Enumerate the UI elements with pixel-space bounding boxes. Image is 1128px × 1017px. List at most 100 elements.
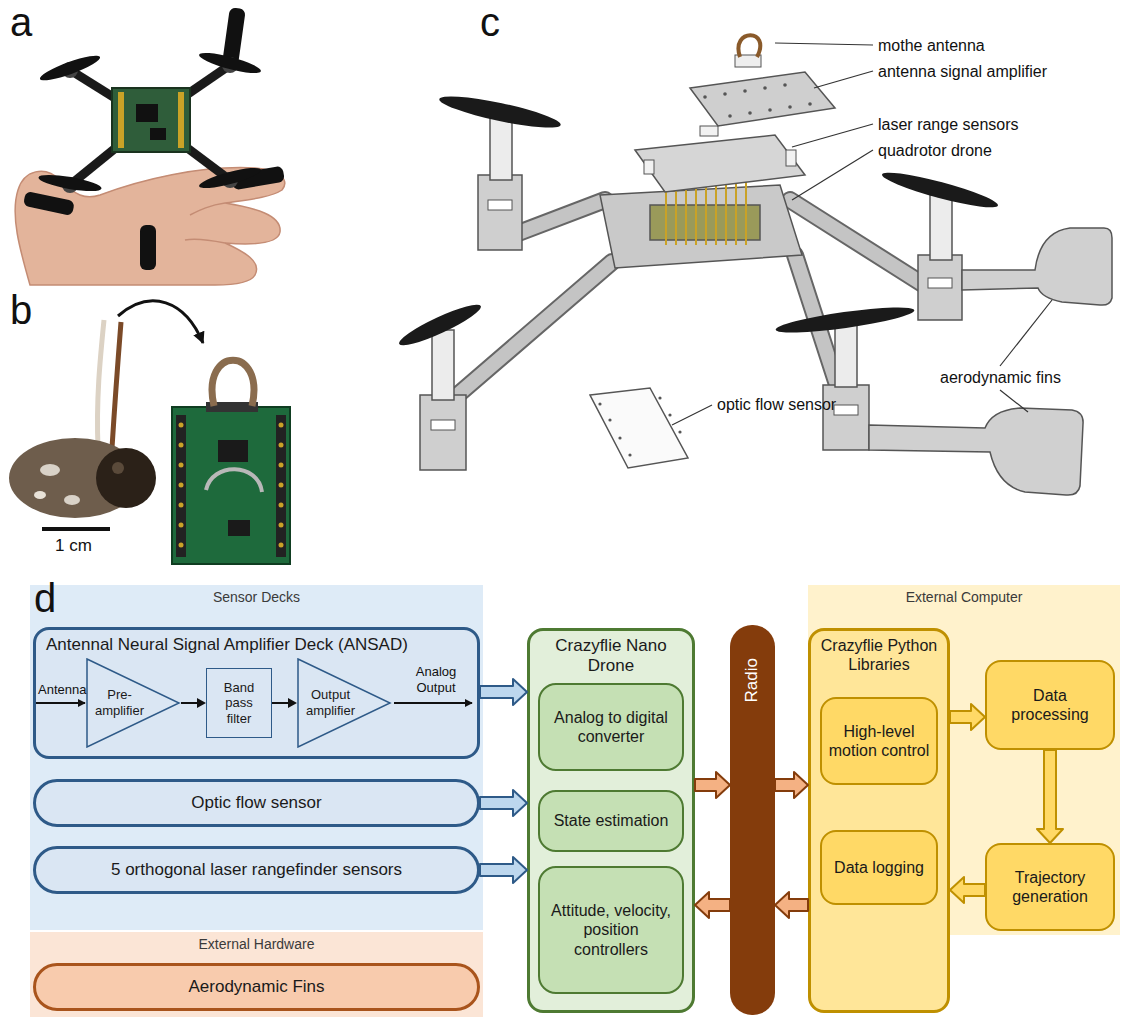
panel-letter: b (10, 290, 32, 330)
signal-wire (36, 703, 472, 704)
leader-line (1000, 300, 1052, 366)
amplifier-board-photo (276, 415, 286, 557)
moth-photo (96, 448, 156, 508)
optic-flow-board (590, 388, 688, 468)
motor-assembly (918, 255, 962, 320)
amplifier-triangle (298, 659, 390, 747)
amplifier-board-photo (279, 483, 284, 488)
motor-assembly (928, 278, 952, 288)
drone-photo (150, 128, 166, 140)
amplifier-deck (768, 108, 772, 112)
amplifier-board-photo (179, 423, 184, 428)
drone-photo (178, 92, 184, 148)
transfer-arrow (118, 301, 203, 343)
amplifier-deck (728, 114, 732, 118)
processing-box: Data processing (985, 660, 1115, 750)
block-label: Band pass filter (213, 680, 265, 727)
drone-photo (198, 49, 263, 77)
radio-label: Radio (742, 658, 762, 702)
aerodynamic-fin (962, 228, 1112, 305)
leader-line (792, 124, 873, 147)
motor-assembly (835, 322, 857, 387)
panel-letter: a (10, 2, 32, 42)
amplifier-deck (703, 95, 707, 99)
firmware-module: State estimation (538, 790, 684, 852)
part-label: mothe antenna (878, 36, 985, 55)
part-label: laser range sensors (878, 115, 1019, 134)
motor-assembly (823, 385, 869, 450)
module-label: State estimation (554, 811, 669, 830)
band-heading: External Computer (808, 589, 1120, 606)
flow-arrow (950, 704, 985, 730)
amplifier-triangle (87, 659, 179, 747)
leader-line (1000, 390, 1028, 412)
scale-label: 1 cm (55, 536, 92, 556)
hardware-box: Aerodynamic Fins (33, 963, 480, 1011)
motor-assembly (478, 175, 522, 250)
optic-flow-board (598, 402, 601, 405)
hardware-label: Aerodynamic Fins (188, 977, 324, 997)
flow-arrow (950, 877, 985, 903)
band-heading: External Hardware (30, 936, 483, 953)
amplifier-board-photo (176, 415, 186, 557)
amplifier-board-photo (179, 463, 184, 468)
amplifier-board-photo (212, 360, 254, 406)
module-label: High-level motion control (828, 722, 930, 760)
flow-arrow (480, 679, 527, 705)
optic-flow-board (590, 388, 688, 468)
part-label: optic flow sensor (717, 395, 836, 414)
part-label: antenna signal amplifier (878, 62, 1047, 81)
motor-assembly (396, 90, 1000, 470)
amplifier-deck-box: Antennal Neural Signal Amplifier Deck (A… (33, 627, 480, 759)
flow-arrow (695, 892, 730, 918)
signal-wire (36, 702, 85, 704)
amplifier-board-photo (172, 407, 290, 564)
amplifier-board-photo (218, 440, 248, 462)
amplifier-deck (748, 111, 752, 115)
motor-assembly (930, 195, 952, 260)
motor-assembly (834, 405, 858, 415)
external-hardware-band: External HardwareAerodynamic Fins (30, 932, 483, 1017)
motor-assembly (488, 200, 512, 210)
amplifier-deck (743, 89, 747, 93)
moth-photo (112, 322, 121, 448)
optic-flow-board (668, 413, 671, 416)
laser-deck (635, 126, 805, 192)
band-heading: Sensor Decks (30, 589, 483, 606)
drone-photo (37, 172, 102, 195)
motor-assembly (490, 115, 512, 180)
moth-photo (112, 462, 124, 474)
block-label: Output amplifier (301, 687, 360, 718)
amplifier-board-photo (228, 520, 250, 536)
drone-box: Crazyflie Nano DroneAnalog to digital co… (527, 628, 695, 1013)
motor-assembly (420, 395, 466, 470)
amplifier-board-photo (179, 543, 184, 548)
sensor-decks-band: Sensor DecksAntennal Neural Signal Ampli… (30, 585, 483, 930)
leader-line (672, 405, 712, 425)
motor-assembly (775, 302, 916, 337)
scale-bar (42, 527, 110, 531)
flow-arrow (272, 698, 297, 708)
motor-assembly (432, 330, 454, 400)
amplifier-deck (788, 105, 792, 109)
motor-assembly (880, 167, 1000, 214)
signal-wire (394, 702, 472, 704)
motor-assembly (431, 420, 455, 430)
flow-arrow (480, 790, 527, 816)
flow-arrow (775, 892, 808, 918)
block-label: Pre- amplifier (90, 687, 149, 718)
amplifier-board-photo (179, 523, 184, 528)
amplifier-board-photo (279, 443, 284, 448)
aerodynamic-fin (869, 408, 1083, 495)
moth-photo (9, 320, 156, 518)
sensor-deck-box: 5 orthogonal laser rangefinder sensors (33, 846, 480, 894)
moth-photo (64, 495, 80, 505)
drone-photo (38, 51, 102, 84)
drone-title: Crazyflie Nano Drone (536, 636, 686, 677)
output-amplifier-triangle: Output amplifier (297, 658, 392, 748)
library-box: Crazyflie Python LibrariesHigh-level mot… (808, 628, 950, 1013)
amplifier-board-photo (179, 503, 184, 508)
amplifier-board-photo (279, 543, 284, 548)
hand-photo (185, 239, 225, 243)
